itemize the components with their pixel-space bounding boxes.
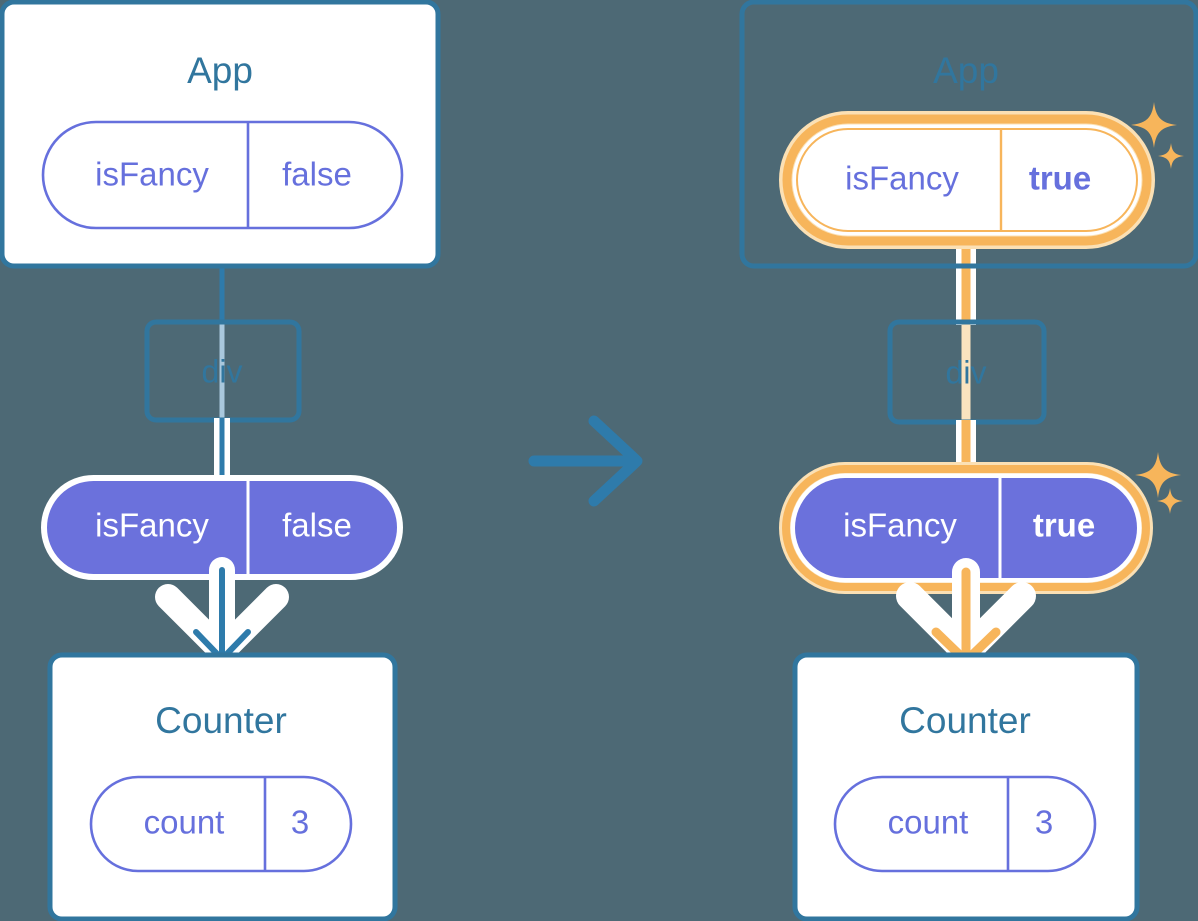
div-label-after: div [946, 354, 987, 390]
prop-pill-key-after: isFancy [843, 507, 957, 544]
app-title-after: App [933, 50, 999, 91]
div-card-before: div [144, 319, 302, 423]
counter-state-key-before: count [144, 804, 225, 841]
sparkle-icon-large [1135, 452, 1181, 498]
app-state-key-after: isFancy [845, 160, 959, 197]
div-label-before: div [202, 353, 243, 389]
counter-state-value-before: 3 [291, 804, 309, 841]
app-card-after: App [739, 0, 1198, 269]
app-state-pill-after[interactable]: isFancy true [779, 111, 1155, 249]
counter-state-key-after: count [888, 804, 969, 841]
counter-state-value-after: 3 [1035, 804, 1053, 841]
prop-pill-before[interactable]: isFancy false [41, 475, 403, 580]
app-state-value-before: false [282, 156, 352, 193]
sparkle-icon-small [1157, 488, 1183, 514]
arrow-right-icon [528, 415, 643, 507]
app-state-key-before: isFancy [95, 156, 209, 193]
counter-title-after: Counter [899, 700, 1031, 741]
app-state-pill-before[interactable]: isFancy false [41, 120, 404, 230]
prop-pill-after[interactable]: isFancy true [779, 462, 1153, 594]
prop-pill-key-before: isFancy [95, 507, 209, 544]
app-title-before: App [187, 50, 253, 91]
panel-before: App isFancy false div [0, 0, 441, 921]
prop-pill-value-before: false [282, 507, 352, 544]
counter-title-before: Counter [155, 700, 287, 741]
transition-arrow [528, 415, 643, 507]
app-state-value-after: true [1029, 160, 1091, 197]
panel-after: App isFancy true [739, 0, 1198, 921]
arrow-prop-to-counter-before [155, 557, 289, 664]
counter-state-pill-after[interactable]: count 3 [833, 775, 1097, 873]
div-card-after: div [887, 319, 1047, 425]
counter-state-pill-before[interactable]: count 3 [89, 775, 353, 873]
prop-pill-value-after: true [1033, 507, 1095, 544]
